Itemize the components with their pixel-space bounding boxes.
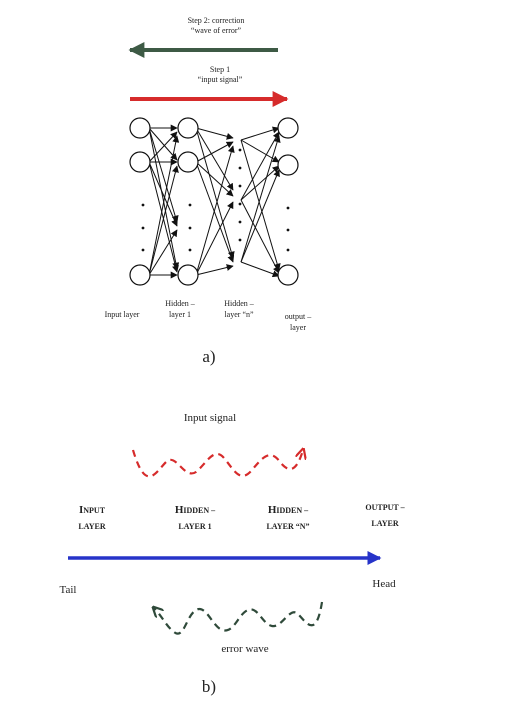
input-signal-wave	[131, 450, 303, 478]
output-title-line1: OUTPUT –	[365, 503, 405, 512]
input-signal-label: Input signal	[184, 412, 236, 424]
error-wave-label: error wave	[221, 643, 268, 655]
tail-label: Tail	[60, 584, 77, 596]
input-layer-title-line1: INPUT	[79, 504, 106, 516]
hidden1-label-line2: layer 1	[169, 310, 191, 319]
panel-a: Step 2: correction “wave of error” Step …	[105, 16, 313, 366]
output-label-line2: layer	[290, 323, 306, 332]
input-node	[129, 117, 151, 139]
output-node	[277, 154, 299, 176]
caption-a: a)	[202, 347, 215, 366]
output-node	[277, 117, 299, 139]
error-wave	[154, 601, 324, 635]
input-layer-label: Input layer	[105, 310, 140, 319]
hiddenN-title-line2: LAYER “N”	[266, 522, 309, 531]
hidden1-title-line1: HIDDEN –	[175, 504, 216, 516]
ellipsis-dots	[141, 148, 290, 252]
hidden1-title-line2: LAYER 1	[178, 522, 211, 531]
step1-label-line1: Step 1	[210, 65, 230, 74]
output-layer-nodes	[277, 117, 299, 286]
step1-label-line2: “input signal”	[198, 75, 243, 84]
network-connections	[148, 124, 281, 279]
hidden1-node	[177, 151, 199, 173]
hidden1-node	[177, 117, 199, 139]
step2-label-line1: Step 2: correction	[188, 16, 245, 25]
input-layer-title-line2: LAYER	[78, 522, 105, 531]
hiddenN-label-line1: Hidden –	[224, 299, 255, 308]
caption-b: b)	[202, 677, 216, 696]
head-label: Head	[372, 578, 396, 590]
hidden1-node	[177, 264, 199, 286]
input-node	[129, 264, 151, 286]
hidden1-label-line1: Hidden –	[165, 299, 196, 308]
hiddenN-title-line1: HIDDEN –	[268, 504, 309, 516]
hidden-layer-1-nodes	[177, 117, 199, 286]
hiddenN-label-line2: layer “n”	[224, 310, 254, 319]
input-node	[129, 151, 151, 173]
step2-label-line2: “wave of error”	[191, 26, 242, 35]
panel-b: Input signal INPUT LAYER HIDDEN – LAYER …	[60, 412, 406, 696]
input-layer-nodes	[129, 117, 151, 286]
output-node	[277, 264, 299, 286]
output-title-line2: LAYER	[371, 519, 398, 528]
output-label-line1: output –	[285, 312, 312, 321]
